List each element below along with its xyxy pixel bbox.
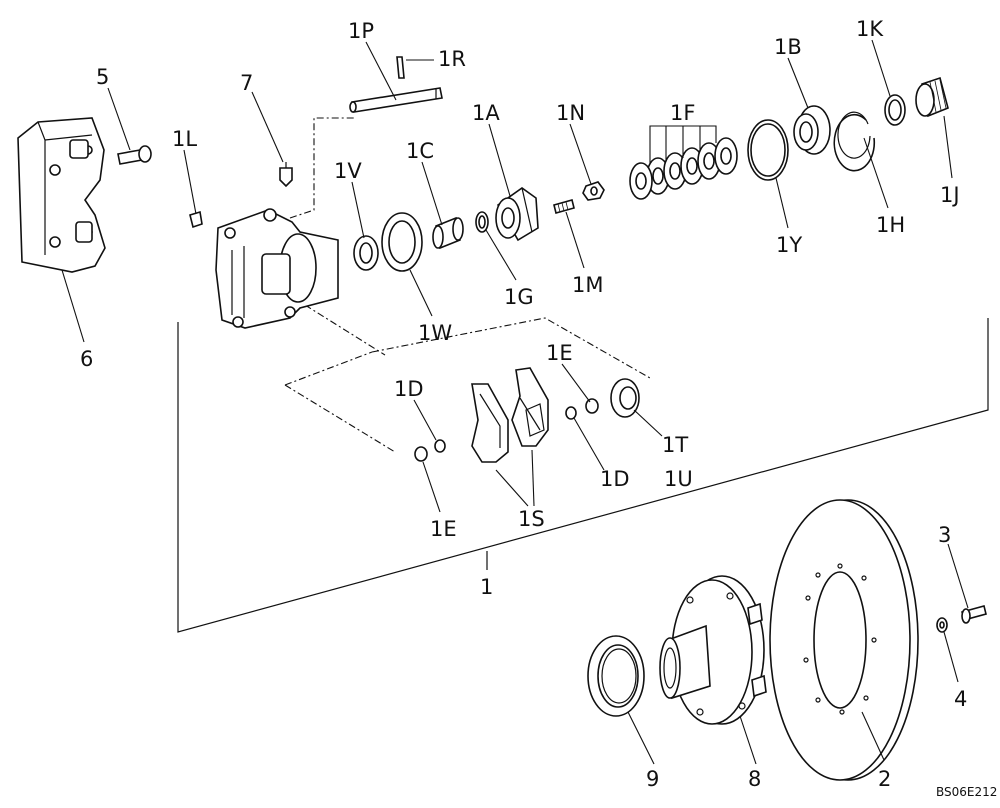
fitting-1L-part bbox=[189, 210, 203, 229]
brake-pads-1S-part bbox=[471, 367, 549, 463]
callout-1S: 1S bbox=[518, 507, 545, 531]
callout-1B: 1B bbox=[774, 35, 802, 59]
seal-9-part bbox=[587, 635, 645, 717]
callout-1C: 1C bbox=[406, 139, 434, 163]
callout-1Y: 1Y bbox=[776, 233, 802, 257]
brake-disc-2-part bbox=[769, 499, 919, 781]
spring-1M-part bbox=[553, 199, 575, 214]
pin-clip-1R-part bbox=[396, 56, 405, 79]
bolt-3-part bbox=[961, 605, 987, 624]
hub-8-part bbox=[659, 575, 767, 725]
caliper-housing-part bbox=[215, 208, 339, 329]
callout-1R: 1R bbox=[438, 47, 466, 71]
caliper-bracket-part bbox=[17, 117, 106, 273]
callout-1K: 1K bbox=[856, 17, 884, 41]
callout-6: 6 bbox=[80, 347, 93, 371]
reference-lines bbox=[284, 117, 651, 453]
callout-1M: 1M bbox=[572, 273, 603, 297]
sleeve-1C-part bbox=[432, 216, 464, 250]
callout-4: 4 bbox=[954, 687, 967, 711]
callout-1V: 1V bbox=[334, 159, 362, 183]
drawing-code: BS06E212 bbox=[936, 785, 997, 799]
seal-ring-1Y-part bbox=[747, 119, 789, 181]
callout-1E-lower: 1E bbox=[430, 517, 457, 541]
bearing-1B-part bbox=[793, 105, 831, 155]
callout-labels: 1P 1R 5 7 1L 1V 1C 1A 1N 1F 1B 1K 1J 1H … bbox=[80, 17, 967, 791]
bleeder-screw-7-part bbox=[279, 162, 293, 188]
disc-stack-1F-part bbox=[629, 137, 738, 200]
callout-9: 9 bbox=[646, 767, 659, 791]
ring-1V-part bbox=[353, 235, 379, 271]
o-ring-1G-part bbox=[475, 211, 489, 233]
callout-1U: 1U bbox=[664, 467, 693, 491]
callout-1D-upper: 1D bbox=[394, 377, 424, 401]
callout-2: 2 bbox=[878, 767, 891, 791]
callout-1A: 1A bbox=[472, 101, 500, 125]
guide-pin-1P-part bbox=[349, 87, 443, 113]
callout-8: 8 bbox=[748, 767, 761, 791]
leader-lines bbox=[61, 39, 969, 765]
callout-1F: 1F bbox=[670, 101, 695, 125]
callout-1P: 1P bbox=[348, 19, 374, 43]
nut-1N-part bbox=[582, 181, 605, 201]
callout-3: 3 bbox=[938, 523, 951, 547]
callout-5: 5 bbox=[96, 65, 109, 89]
callout-1J: 1J bbox=[940, 183, 960, 207]
callout-1: 1 bbox=[480, 575, 493, 599]
assembly-bracket-1 bbox=[177, 318, 989, 633]
callout-1T: 1T bbox=[662, 433, 688, 457]
callout-1E-upper: 1E bbox=[546, 341, 573, 365]
boot-seal-1W-part bbox=[381, 212, 423, 272]
washer-4-part bbox=[936, 617, 948, 633]
washer-1K-part bbox=[884, 94, 906, 126]
snap-ring-1H-part bbox=[833, 111, 876, 172]
callout-7: 7 bbox=[240, 71, 253, 95]
callout-1G: 1G bbox=[504, 285, 534, 309]
ribbed-nut-1J-part bbox=[915, 76, 949, 118]
bolt-5-part bbox=[117, 145, 152, 165]
callout-1L: 1L bbox=[172, 127, 197, 151]
piston-1A-part bbox=[495, 187, 539, 242]
callout-1W: 1W bbox=[418, 321, 452, 345]
callout-1N: 1N bbox=[556, 101, 585, 125]
callout-1H: 1H bbox=[876, 213, 905, 237]
callout-1D-lower: 1D bbox=[600, 467, 630, 491]
seal-1T-1U-part bbox=[610, 378, 640, 418]
bushings-1D-1E-part bbox=[414, 398, 599, 462]
